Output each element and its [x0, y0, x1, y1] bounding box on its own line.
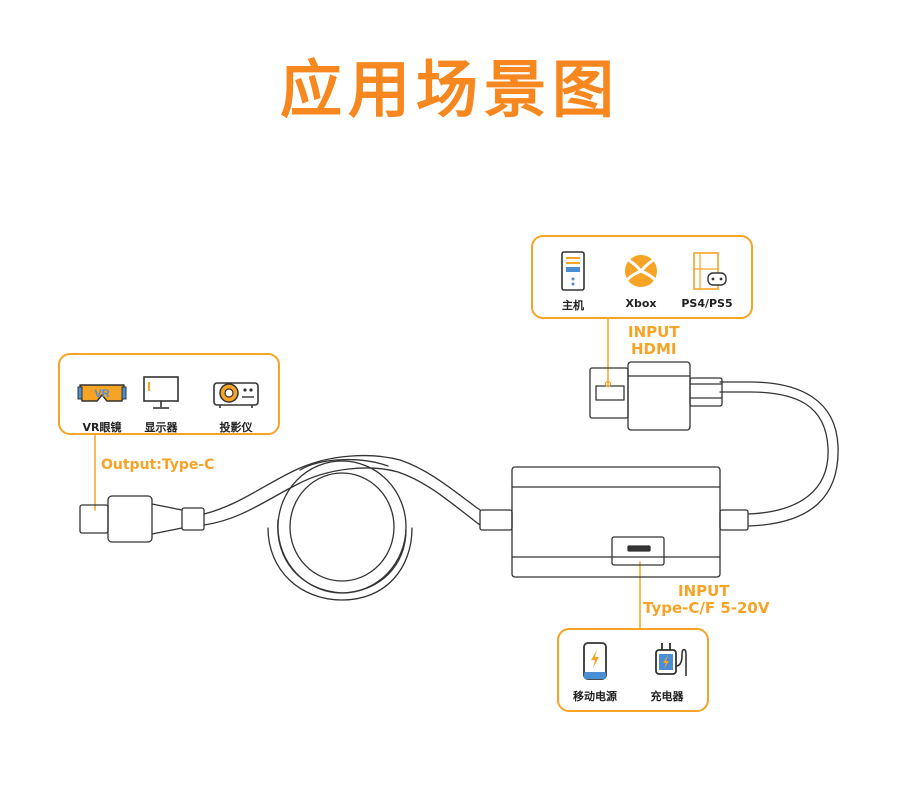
device-projector: 投影仪 [196, 371, 276, 435]
hdmi-plug [589, 361, 723, 431]
svg-text:VR: VR [94, 388, 109, 400]
device-charger: 充电器 [627, 640, 707, 704]
hdmi-label-line1: INPUT [628, 323, 680, 341]
charger-icon [655, 643, 687, 676]
power-label-line1: INPUT [678, 582, 730, 600]
device-vr-glasses: VR VR眼镜 [62, 371, 142, 435]
device-label: PS4/PS5 [681, 297, 733, 310]
cable-output [203, 454, 481, 515]
device-pc-host: 主机 [533, 249, 613, 313]
box-right-strain-relief [719, 509, 749, 531]
typec-plug-output [79, 495, 205, 543]
box-left-strain-relief [479, 509, 513, 531]
device-label: 投影仪 [219, 421, 253, 434]
output-devices-box: VR VR眼镜 显示器 投影仪 [58, 353, 280, 435]
output-port-label: Output:Type-C [101, 457, 215, 473]
device-label: 充电器 [650, 690, 684, 703]
converter-box [511, 466, 721, 578]
power-bank-icon [583, 642, 607, 680]
device-label: 显示器 [144, 421, 178, 434]
hdmi-port-label: INPUT HDMI [628, 324, 680, 358]
power-devices-box: 移动电源 充电器 [557, 628, 709, 712]
playstation-icon [693, 252, 727, 290]
projector-icon [213, 382, 259, 408]
device-monitor: 显示器 [121, 371, 201, 435]
cable-hdmi [719, 391, 829, 515]
device-label: 移动电源 [573, 690, 617, 703]
hdmi-devices-box: 主机 Xbox PS4/PS5 [531, 235, 753, 319]
power-label-line2: Type-C/F 5-20V [643, 599, 770, 617]
device-xbox: Xbox [601, 249, 681, 310]
device-playstation: PS4/PS5 [667, 249, 747, 310]
device-label: Xbox [625, 297, 657, 310]
power-port-label: INPUT Type-C/F 5-20V [643, 583, 769, 617]
hdmi-label-line2: HDMI [631, 340, 677, 358]
page-title: 应用场景图 [279, 53, 620, 126]
typec-input-port [611, 536, 665, 566]
device-power-bank: 移动电源 [555, 640, 635, 704]
xbox-icon [625, 255, 657, 287]
device-label: VR眼镜 [82, 421, 122, 434]
pc-tower-icon [561, 251, 585, 291]
monitor-icon [143, 376, 179, 409]
vr-headset-icon: VR [77, 384, 127, 402]
cable-coil [267, 458, 413, 601]
device-label: 主机 [562, 299, 584, 312]
